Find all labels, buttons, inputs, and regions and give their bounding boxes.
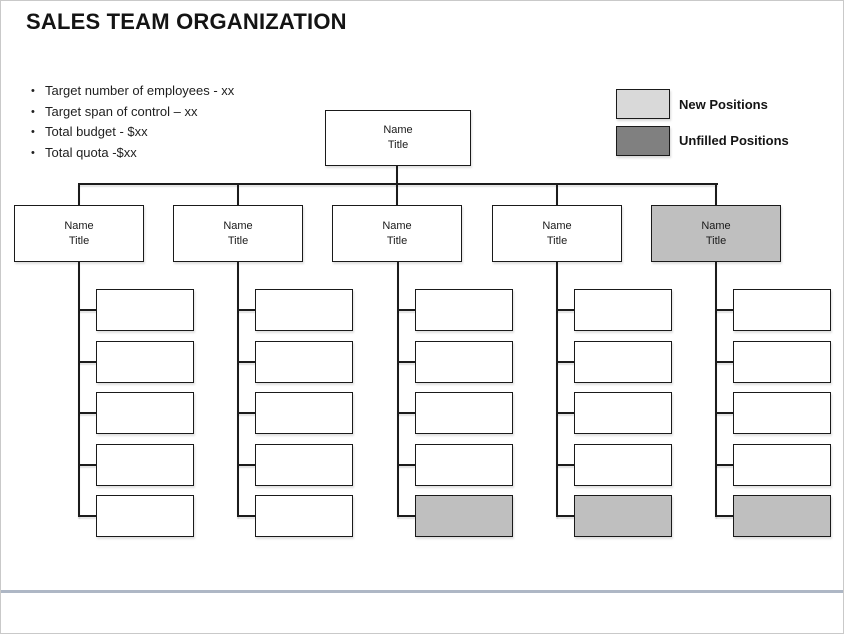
manager-name: Name	[382, 219, 412, 232]
connector-stub	[238, 309, 255, 311]
connector-stub	[716, 360, 733, 363]
position-box[interactable]	[733, 289, 831, 331]
manager-box-2[interactable]: Name Title	[173, 205, 303, 262]
position-box[interactable]	[733, 340, 831, 383]
connector-stub	[557, 515, 574, 517]
manager-name: Name	[223, 219, 253, 232]
connector-line	[556, 184, 558, 205]
connector-stub	[716, 412, 733, 414]
connector-stub	[238, 360, 255, 363]
position-box[interactable]	[96, 340, 194, 383]
connector-stub	[397, 360, 415, 363]
manager-title: Title	[227, 234, 249, 247]
manager-name: Name	[542, 219, 572, 232]
position-box[interactable]	[255, 495, 353, 537]
position-box[interactable]	[414, 443, 513, 486]
connector-stub	[557, 360, 574, 363]
manager-title: Title	[705, 234, 727, 247]
connector-stub	[557, 412, 574, 414]
manager-box-1[interactable]: Name Title	[14, 205, 144, 262]
legend-label: New Positions	[679, 97, 768, 112]
position-box[interactable]	[414, 289, 513, 331]
root-name: Name	[383, 124, 413, 136]
manager-title: Title	[68, 234, 90, 247]
legend-label: Unfilled Positions	[679, 133, 789, 148]
manager-box-3[interactable]: Name Title	[332, 205, 462, 262]
root-position-box[interactable]: Name Title	[325, 110, 471, 166]
connector-line	[396, 166, 398, 185]
position-box[interactable]	[414, 392, 513, 434]
connector-stub	[238, 463, 255, 466]
connector-stub	[238, 412, 255, 414]
legend-swatch[interactable]	[616, 126, 670, 156]
connector-stub	[716, 515, 733, 517]
position-box[interactable]	[574, 443, 672, 486]
connector-stub	[397, 515, 415, 517]
bullet-list: Target number of employees - xx Target s…	[29, 81, 234, 163]
connector-line	[237, 184, 239, 205]
connector-stub	[79, 360, 96, 363]
connector-trunk	[78, 262, 80, 517]
connector-trunk	[715, 262, 717, 517]
bullet-item: Target span of control – xx	[29, 102, 234, 123]
manager-box-5[interactable]: Name Title	[651, 205, 781, 262]
position-box[interactable]	[96, 392, 194, 434]
connector-stub	[79, 412, 96, 414]
position-box[interactable]	[574, 289, 672, 331]
connector-stub	[716, 309, 733, 311]
position-box[interactable]	[255, 443, 353, 486]
connector-stub	[79, 309, 96, 311]
manager-name: Name	[64, 219, 94, 232]
legend-swatch[interactable]	[616, 89, 670, 119]
position-box[interactable]	[574, 340, 672, 383]
connector-line	[715, 184, 717, 205]
page-title: SALES TEAM ORGANIZATION	[26, 9, 347, 34]
connector-stub	[79, 515, 96, 517]
root-title: Title	[387, 139, 409, 151]
connector-stub	[397, 463, 415, 466]
connector-line	[78, 183, 718, 185]
bullet-item: Total quota -$xx	[29, 143, 234, 164]
position-box[interactable]	[733, 392, 831, 434]
connector-stub	[397, 412, 415, 414]
manager-title: Title	[386, 234, 408, 247]
position-box[interactable]	[255, 392, 353, 434]
position-box[interactable]	[96, 495, 194, 537]
position-box[interactable]	[574, 495, 672, 537]
position-box[interactable]	[96, 443, 194, 486]
connector-stub	[238, 515, 255, 517]
connector-trunk	[556, 262, 558, 517]
connector-stub	[397, 309, 415, 311]
position-box[interactable]	[574, 392, 672, 434]
bullet-item: Target number of employees - xx	[29, 81, 234, 102]
position-box[interactable]	[733, 443, 831, 486]
connector-stub	[557, 463, 574, 466]
position-box[interactable]	[733, 495, 831, 537]
manager-title: Title	[546, 234, 568, 247]
connector-stub	[716, 463, 733, 466]
footer-divider	[1, 590, 843, 593]
connector-stub	[557, 309, 574, 311]
manager-name: Name	[701, 219, 731, 232]
position-box[interactable]	[255, 340, 353, 383]
connector-trunk	[396, 262, 399, 517]
position-box[interactable]	[96, 289, 194, 331]
connector-trunk	[237, 262, 239, 517]
connector-line	[78, 184, 80, 205]
bullet-item: Total budget - $xx	[29, 122, 234, 143]
position-box[interactable]	[414, 340, 513, 383]
position-box[interactable]	[414, 495, 513, 537]
position-box[interactable]	[255, 289, 353, 331]
connector-line	[396, 184, 398, 205]
manager-box-4[interactable]: Name Title	[492, 205, 622, 262]
connector-stub	[79, 463, 96, 466]
